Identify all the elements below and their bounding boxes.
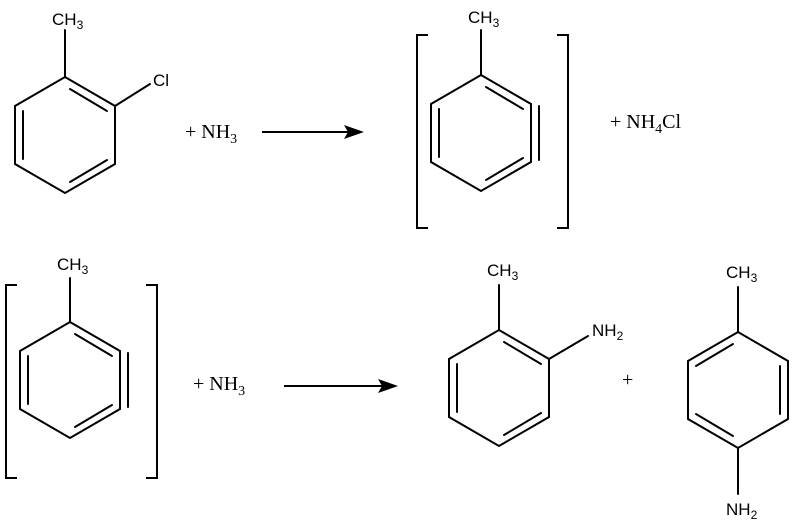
double-bond (74, 404, 113, 428)
double-bond (503, 341, 542, 365)
ammonia-reagent-2: + NH3 (193, 373, 245, 399)
amine-bond (548, 335, 589, 360)
benzene-ring (687, 330, 789, 450)
methyl-label: CH3 (726, 263, 758, 285)
reaction-arrow-1 (262, 125, 364, 139)
intermediate-methylbenzyne: CH3 (19, 255, 129, 440)
benzyne-ring (19, 320, 121, 440)
double-bond (695, 343, 734, 367)
double-bond (503, 412, 542, 436)
methyl-label: CH3 (468, 8, 500, 30)
double-bond (695, 413, 734, 437)
reaction-arrow-2 (284, 379, 398, 393)
amine-label: NH2 (592, 321, 624, 343)
double-bond (485, 86, 524, 110)
chloro-bond (114, 83, 151, 107)
double-bond (69, 159, 108, 183)
benzene-ring (448, 328, 550, 448)
left-bracket (5, 284, 17, 479)
left-bracket (416, 34, 428, 229)
product-para-toluidine: CH3 NH2 (687, 263, 789, 522)
double-bond (485, 157, 524, 181)
ammonium-chloride-byproduct: + NH4Cl (610, 111, 682, 137)
right-bracket (146, 284, 158, 479)
chloro-label: Cl (153, 71, 169, 90)
methyl-label: CH3 (57, 255, 89, 277)
plus-sign: + (622, 369, 633, 391)
double-bond (74, 333, 113, 357)
arrowhead (344, 125, 364, 139)
ammonia-reagent-1: + NH3 (185, 121, 237, 147)
amine-label: NH2 (726, 500, 758, 522)
benzyne-ring (430, 73, 532, 193)
methyl-label: CH3 (52, 10, 84, 32)
benzene-ring (14, 75, 116, 195)
right-bracket (557, 34, 569, 229)
intermediate-methylbenzyne: CH3 (430, 8, 540, 193)
double-bond (69, 88, 108, 112)
arrowhead (378, 379, 398, 393)
reactant-2-chlorotoluene: CH3 Cl (14, 10, 169, 195)
product-ortho-toluidine: CH3 NH2 (448, 261, 624, 448)
methyl-label: CH3 (487, 261, 519, 283)
